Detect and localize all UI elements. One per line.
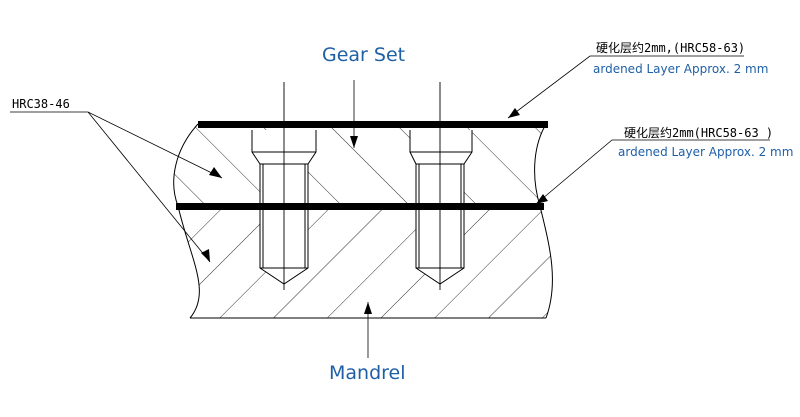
hrc-leader-2 [87, 111, 211, 263]
layer-mid-en-label: ardened Layer Approx. 2 mm [618, 145, 794, 159]
leader-arrowheads [201, 108, 548, 314]
core-hardness-label: HRC38-46 [12, 97, 70, 111]
layer-top-en-label: ardened Layer Approx. 2 mm [593, 62, 769, 76]
mandrel-body [178, 206, 553, 318]
bolt-centerlines [283, 82, 441, 290]
hardened-layer-top [198, 121, 548, 128]
hardened-layer-middle [176, 203, 544, 210]
layer-top-cn-label: 硬化层约2mm,(HRC58-63) [596, 41, 746, 55]
layer-mid-cn-label: 硬化层约2mm(HRC58-63 ) [624, 126, 774, 140]
gear-set-label: Gear Set [322, 44, 406, 66]
gear-set-body [173, 124, 547, 206]
layer-mid-leader [535, 139, 770, 205]
mandrel-label: Mandrel [329, 362, 406, 384]
layer-top-leader [507, 55, 744, 119]
